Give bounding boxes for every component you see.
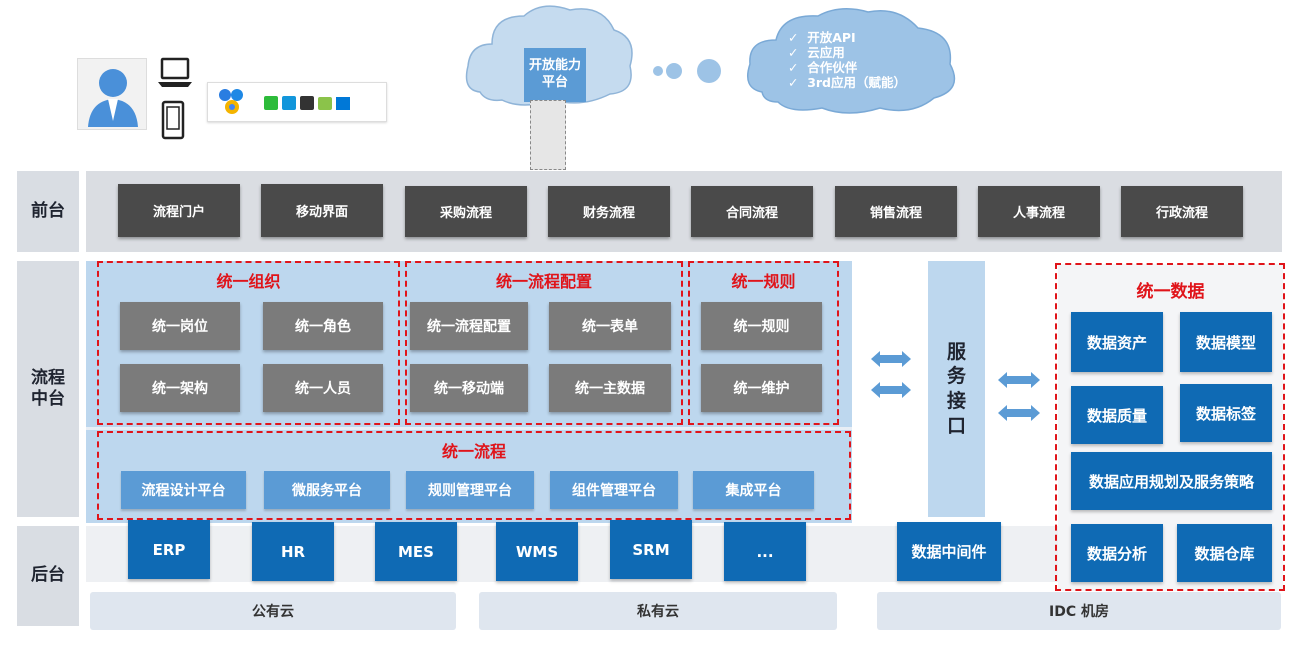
thought-dot-large [697, 59, 721, 83]
double-arrow-icon [998, 404, 1040, 422]
rules-group [688, 261, 839, 425]
front-button-admin[interactable]: 行政流程 [1121, 186, 1243, 237]
flowcfg-group [405, 261, 683, 425]
cloud-item: ✓ 开放API [788, 30, 856, 45]
double-arrow-icon [998, 371, 1040, 389]
data-strategy[interactable]: 数据应用规划及服务策略 [1071, 452, 1272, 510]
process-item-components[interactable]: 组件管理平台 [550, 471, 678, 509]
system-erp[interactable]: ERP [128, 520, 210, 579]
process-item-rules[interactable]: 规则管理平台 [406, 471, 534, 509]
front-button-sales[interactable]: 销售流程 [835, 186, 957, 237]
data-analysis[interactable]: 数据分析 [1071, 524, 1163, 582]
row-label-back: 后台 [17, 526, 79, 626]
flowcfg-title: 统一流程配置 [495, 272, 592, 291]
front-button-finance[interactable]: 财务流程 [548, 186, 670, 237]
service-interface: 服务接口 [928, 261, 985, 517]
cloud-right [742, 4, 964, 116]
front-button-hr[interactable]: 人事流程 [978, 186, 1100, 237]
flowcfg-item-form[interactable]: 统一表单 [549, 302, 671, 350]
data-model[interactable]: 数据模型 [1180, 312, 1272, 372]
rules-item-rule[interactable]: 统一规则 [701, 302, 822, 350]
org-group [97, 261, 400, 425]
double-arrow-icon [871, 350, 911, 368]
data-quality[interactable]: 数据质量 [1071, 386, 1163, 444]
cloud-private: 私有云 [479, 592, 837, 630]
row-label-middle: 流程中台 [17, 261, 79, 517]
cloud-public: 公有云 [90, 592, 456, 630]
thought-dot-medium [666, 63, 682, 79]
system-wms[interactable]: WMS [496, 522, 578, 581]
data-tags[interactable]: 数据标签 [1180, 384, 1272, 442]
process-item-design[interactable]: 流程设计平台 [121, 471, 246, 509]
org-item-structure[interactable]: 统一架构 [120, 364, 240, 412]
cloud-item: ✓ 合作伙伴 [788, 60, 858, 75]
system-mes[interactable]: MES [375, 522, 457, 581]
user-icon [77, 58, 147, 130]
row-label-front: 前台 [17, 171, 79, 252]
front-button-portal[interactable]: 流程门户 [118, 184, 240, 237]
cloud-checklist: ✓ 开放API ✓ 云应用 ✓ 合作伙伴 ✓ 3rd应用（赋能） [788, 30, 948, 102]
data-assets[interactable]: 数据资产 [1071, 312, 1163, 372]
open-platform-box: 开放能力平台 [524, 48, 586, 102]
phone-icon [160, 100, 186, 140]
org-title: 统一组织 [216, 272, 281, 291]
cloud-connector [530, 100, 566, 170]
front-button-purchase[interactable]: 采购流程 [405, 186, 527, 237]
process-group [97, 431, 851, 520]
thought-dot-small [653, 66, 663, 76]
double-arrow-icon [871, 381, 911, 399]
cloud-item: ✓ 3rd应用（赋能） [788, 75, 906, 90]
flowcfg-item-masterdata[interactable]: 统一主数据 [549, 364, 671, 412]
data-group [1055, 263, 1285, 591]
org-item-post[interactable]: 统一岗位 [120, 302, 240, 350]
system-more[interactable]: ... [724, 522, 806, 581]
process-item-integration[interactable]: 集成平台 [693, 471, 814, 509]
flowcfg-item-config[interactable]: 统一流程配置 [410, 302, 528, 350]
laptop-icon [156, 56, 194, 90]
org-item-role[interactable]: 统一角色 [263, 302, 383, 350]
cloud-idc: IDC 机房 [877, 592, 1281, 630]
flowcfg-item-mobile[interactable]: 统一移动端 [410, 364, 528, 412]
data-warehouse[interactable]: 数据仓库 [1177, 524, 1272, 582]
cloud-item: ✓ 云应用 [788, 45, 845, 60]
process-title: 统一流程 [441, 442, 506, 461]
browsers-icon [219, 89, 243, 114]
rules-item-maintain[interactable]: 统一维护 [701, 364, 822, 412]
middle-band-divider [86, 427, 852, 430]
app-icons-strip [207, 82, 387, 122]
system-hr[interactable]: HR [252, 522, 334, 581]
front-button-mobile[interactable]: 移动界面 [261, 184, 383, 237]
front-button-contract[interactable]: 合同流程 [691, 186, 813, 237]
rules-title: 统一规则 [731, 272, 796, 291]
org-item-personnel[interactable]: 统一人员 [263, 364, 383, 412]
data-title: 统一数据 [1136, 281, 1205, 302]
data-middleware[interactable]: 数据中间件 [897, 522, 1001, 581]
system-srm[interactable]: SRM [610, 520, 692, 579]
process-item-microservice[interactable]: 微服务平台 [264, 471, 390, 509]
